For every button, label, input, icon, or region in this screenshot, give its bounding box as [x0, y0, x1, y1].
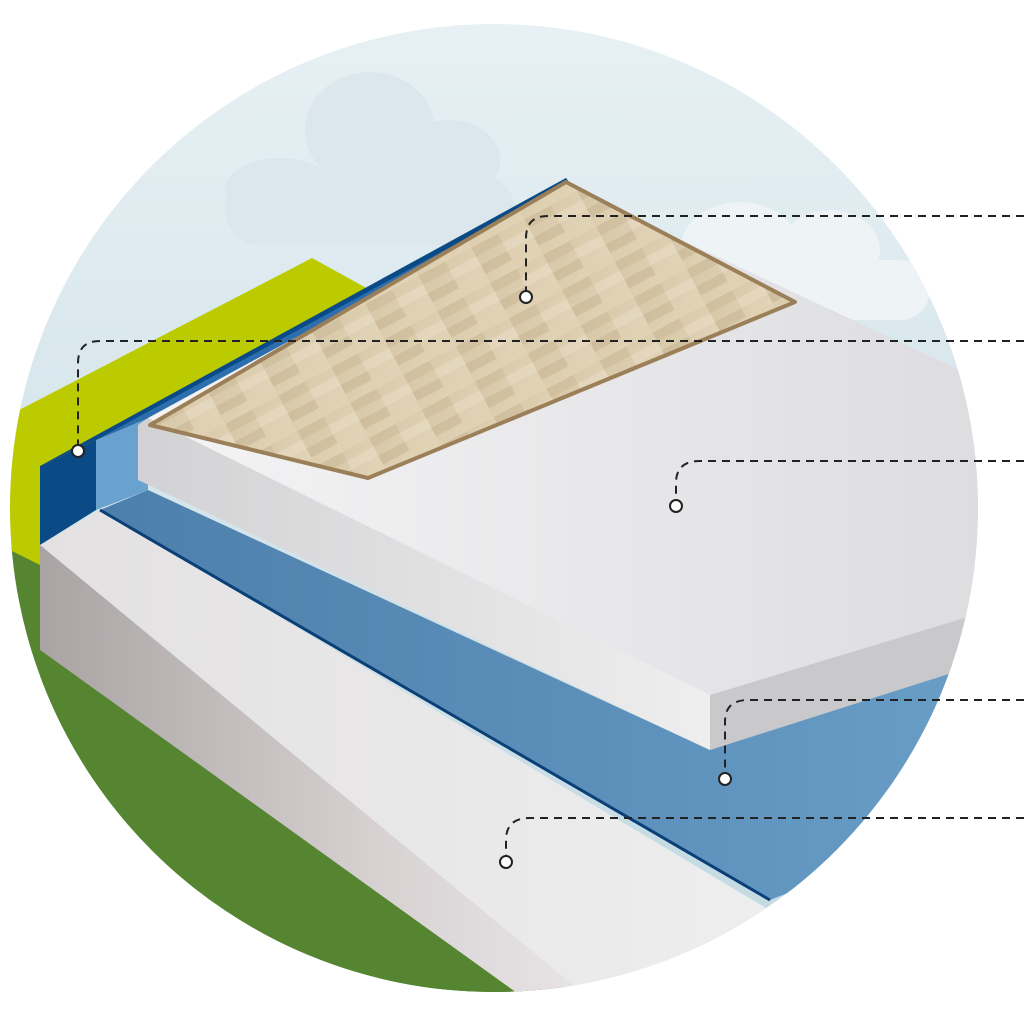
- marker-parquet[interactable]: [519, 290, 533, 304]
- edge-dark-blue-diagonal: [40, 178, 572, 466]
- cloud-left: [225, 72, 515, 245]
- marker-screed[interactable]: [669, 499, 683, 513]
- parquet-flooring: [148, 180, 797, 480]
- base-insulation-front: [40, 545, 620, 992]
- leader-lines: [77, 215, 1024, 861]
- screed-slab-front: [138, 418, 710, 750]
- leader-line-base: [505, 817, 1024, 861]
- marker-base[interactable]: [499, 855, 513, 869]
- waterproofing-membrane: [100, 490, 978, 900]
- edge-light-blue-inner: [96, 418, 148, 510]
- marker-edge-strip[interactable]: [71, 444, 85, 458]
- edge-dark-blue-front: [40, 440, 96, 545]
- base-insulation-top: [40, 510, 960, 992]
- marker-membrane[interactable]: [718, 772, 732, 786]
- leader-line-screed: [675, 460, 1024, 505]
- cloud-right: [680, 202, 930, 320]
- screed-slab-side: [710, 600, 978, 750]
- leader-line-parquet: [525, 215, 1024, 296]
- yellow-green-wall: [10, 258, 370, 565]
- leader-markers: [71, 290, 732, 869]
- membrane-edge-line: [99, 508, 771, 902]
- leader-line-edge-strip: [77, 340, 1024, 450]
- leader-line-membrane: [724, 699, 1024, 778]
